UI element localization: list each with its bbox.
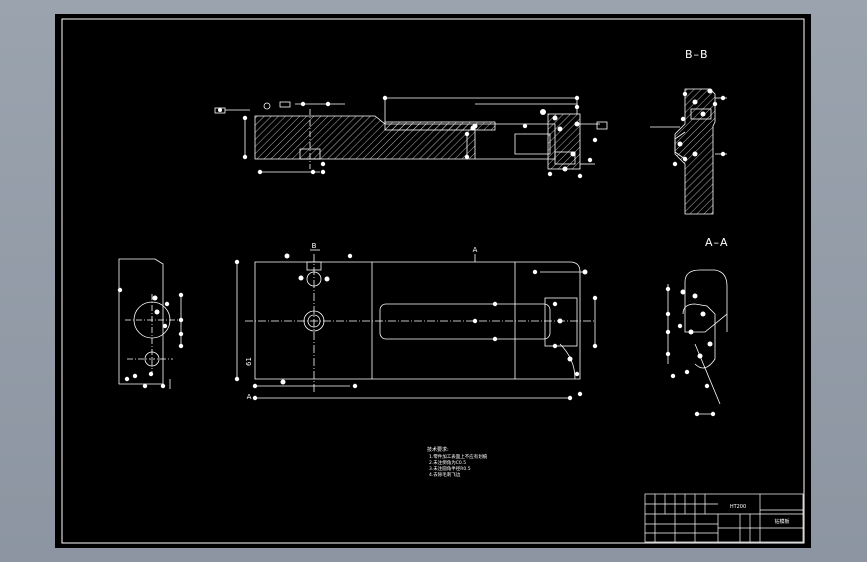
marker-a-label: A <box>473 246 478 254</box>
plan-view-dim-markers <box>234 253 598 401</box>
note-line-2: 2.未注倒角为C0.5 <box>429 459 466 466</box>
section-aa-dim-markers <box>665 286 716 417</box>
section-bb-view <box>650 88 727 215</box>
section-aa-title: A–A <box>705 236 729 249</box>
section-bb-title: B–B <box>685 48 709 61</box>
note-line-3: 3.未注圆角半径R0.5 <box>429 465 471 472</box>
section-bb-dim-markers <box>672 88 726 167</box>
title-block-material: HT200 <box>730 504 746 510</box>
notes-heading: 技术要求: <box>427 446 449 453</box>
drawing-sheet: B A A 61 技术要求: 1.零件加工表面上不应有划痕 2.未注倒角为C0.… <box>55 14 811 548</box>
drawing-frame <box>61 18 805 544</box>
plan-view <box>236 249 596 399</box>
left-side-view <box>118 258 183 389</box>
left-view-dim-markers <box>117 287 184 389</box>
section-aa-view <box>667 269 728 415</box>
drawing-canvas: B A A 61 技术要求: 1.零件加工表面上不应有划痕 2.未注倒角为C0.… <box>61 18 805 544</box>
title-block-part-name: 钻模板 <box>774 518 789 525</box>
note-line-4: 4.去除毛刺飞边 <box>429 471 461 478</box>
front-section-view <box>214 97 608 173</box>
width-dimension-text: 61 <box>245 357 253 366</box>
title-block <box>644 493 804 543</box>
marker-a-bottom-label: A <box>247 393 252 401</box>
note-line-1: 1.零件加工表面上不应有划痕 <box>429 453 488 460</box>
front-view-dim-markers <box>218 95 598 179</box>
marker-b-label: B <box>312 242 317 250</box>
